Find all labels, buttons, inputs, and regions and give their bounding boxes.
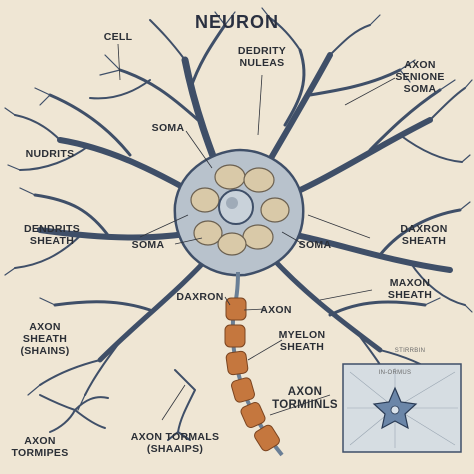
label-axon-mid: AXON	[260, 304, 292, 316]
soma-lobe	[193, 220, 223, 246]
diagram-title: NEURON	[195, 12, 279, 32]
soma-lobe	[217, 232, 247, 256]
leader-lines	[117, 43, 396, 421]
label-soma-right: SOMA	[299, 239, 332, 251]
label-nudrits: NUDRITS	[26, 148, 75, 160]
soma-lobe	[190, 187, 220, 213]
myelin-segment	[240, 401, 266, 429]
label-daxron: DAXRON	[176, 291, 223, 303]
myelin-segment	[225, 297, 247, 321]
soma	[173, 148, 305, 277]
soma-lobe	[260, 197, 290, 223]
soma-lobe	[243, 167, 275, 193]
label-stirrbin: STIRRBIN	[395, 348, 425, 354]
axon	[167, 271, 284, 457]
soma-lobe	[214, 164, 246, 190]
axon-terminal-inset	[342, 363, 462, 453]
soma-lobe	[242, 224, 274, 250]
label-in-ormus: IN-ORMUS	[379, 370, 412, 376]
myelin-segment	[225, 350, 249, 376]
myelin-segment	[254, 424, 280, 452]
label-cell: CELL	[104, 31, 133, 43]
nucleolus	[226, 197, 238, 209]
myelin-segment	[231, 377, 255, 403]
label-soma-upper: SOMA	[152, 122, 185, 134]
label-soma-lower-left: SOMA	[132, 239, 165, 251]
label-axon-tormals: AXON TORMALS(SHAAIPS)	[131, 431, 220, 455]
myelin-segment	[224, 324, 246, 348]
